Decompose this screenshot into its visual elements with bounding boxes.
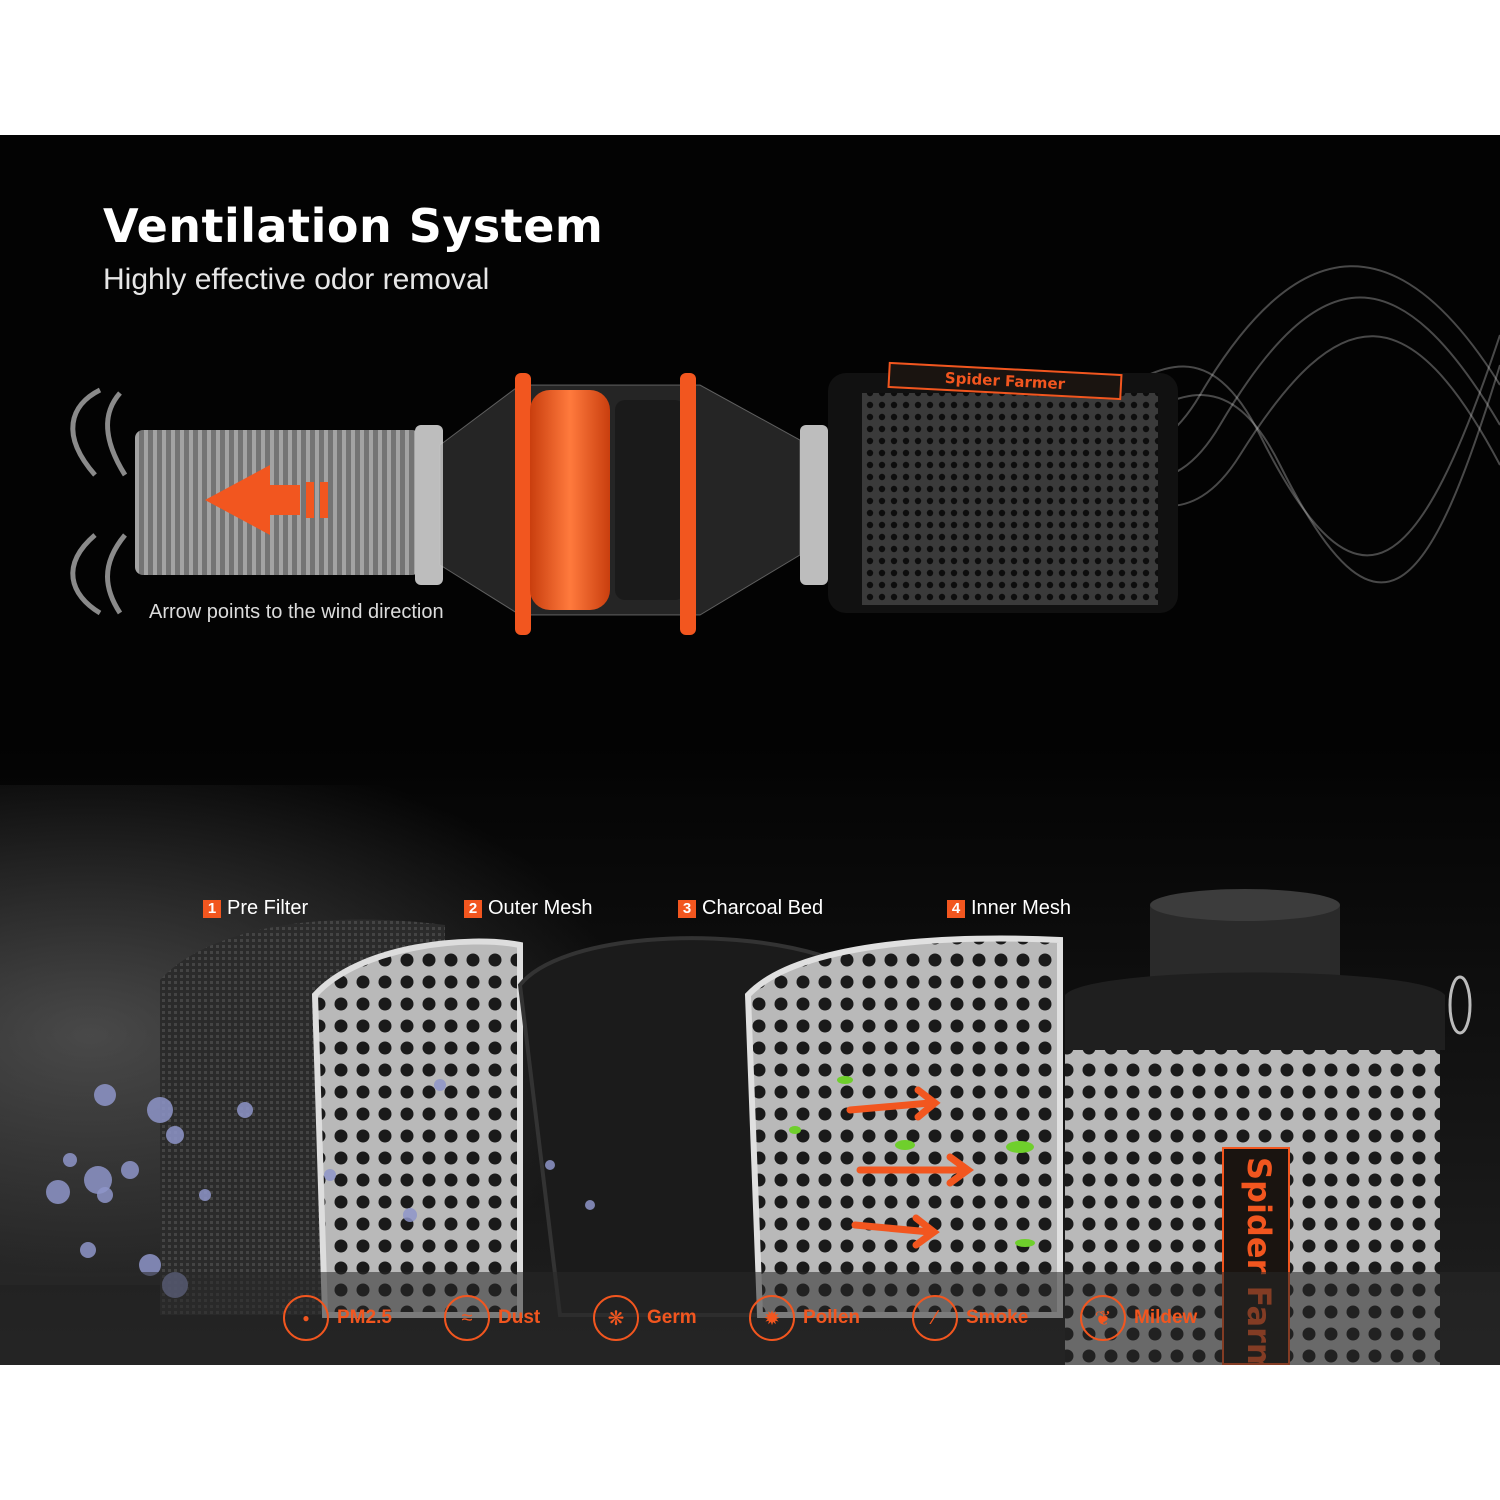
hero-panel: Ventilation System Highly effective odor… — [0, 135, 1500, 1365]
pm25-icon: ● — [283, 1295, 329, 1341]
layer-number: 4 — [947, 899, 965, 918]
layer-name: Pre Filter — [227, 897, 309, 919]
badge-label: Pollen — [803, 1307, 861, 1328]
page-title: Ventilation System — [103, 199, 604, 253]
fan-ring-right — [680, 373, 696, 635]
airflow-arrows — [70, 387, 128, 616]
badge-label: Mildew — [1134, 1307, 1198, 1328]
flow-arrows — [846, 1086, 974, 1249]
germ-icon: ❋ — [593, 1295, 639, 1341]
outer-mesh-layer — [311, 938, 523, 1318]
layer-number: 2 — [464, 899, 482, 918]
layer-name: Charcoal Bed — [702, 897, 824, 919]
badge-label: Germ — [647, 1307, 697, 1328]
mildew-icon: ❦ — [1080, 1295, 1126, 1341]
layer-label-charcoal-bed: 3 Charcoal Bed — [678, 897, 823, 920]
layer-label-pre-filter: 1 Pre Filter — [203, 897, 308, 920]
fan-ring-left — [515, 373, 531, 635]
layer-number: 1 — [203, 899, 221, 918]
badge-germ: ❋ Germ — [593, 1295, 697, 1341]
badge-mildew: ❦ Mildew — [1080, 1295, 1197, 1341]
layer-name: Inner Mesh — [971, 897, 1072, 919]
badge-pm25: ● PM2.5 — [283, 1295, 392, 1341]
filter-cap — [1065, 972, 1445, 1050]
particle-cluster — [46, 1079, 595, 1298]
wind-direction-note: Arrow points to the wind direction — [149, 601, 444, 623]
inner-mesh-layer — [744, 935, 1063, 1318]
badge-pollen: ✹ Pollen — [749, 1295, 860, 1341]
wind-direction-arrow — [205, 465, 300, 535]
product-illustration — [0, 265, 1500, 1365]
badge-smoke: ∕ Smoke — [912, 1295, 1028, 1341]
badge-dust: ≈ Dust — [444, 1295, 540, 1341]
layer-label-outer-mesh: 2 Outer Mesh — [464, 897, 592, 920]
fan-impeller — [530, 390, 610, 610]
pollen-icon: ✹ — [749, 1295, 795, 1341]
page-subtitle: Highly effective odor removal — [103, 263, 490, 296]
layer-number: 3 — [678, 899, 696, 918]
layer-label-inner-mesh: 4 Inner Mesh — [947, 897, 1071, 920]
layer-name: Outer Mesh — [488, 897, 593, 919]
badge-label: Dust — [498, 1307, 541, 1328]
badge-label: PM2.5 — [337, 1307, 392, 1328]
badge-label: Smoke — [966, 1307, 1029, 1328]
dust-icon: ≈ — [444, 1295, 490, 1341]
smoke-icon: ∕ — [912, 1295, 958, 1341]
